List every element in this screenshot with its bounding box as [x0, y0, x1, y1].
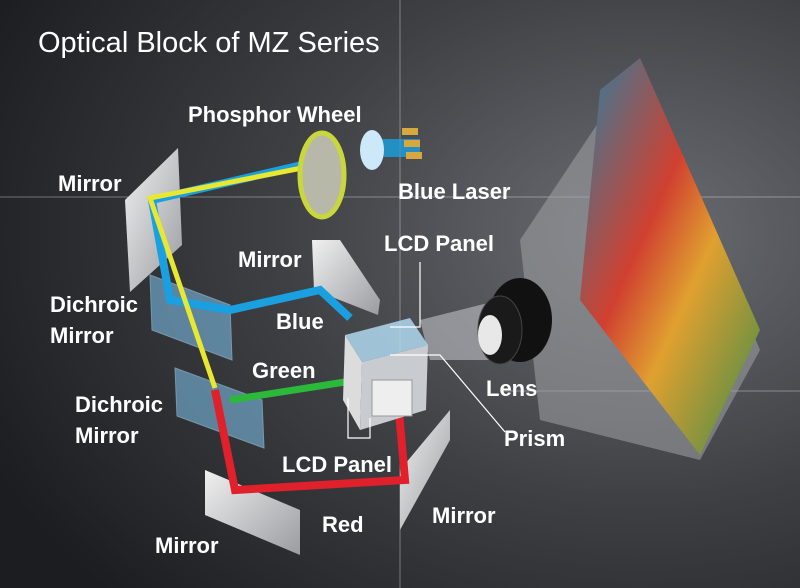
prism-block	[343, 318, 428, 430]
label-prism: Prism	[504, 426, 565, 451]
phosphor-wheel	[297, 130, 347, 220]
label-dichroic-2a: Dichroic	[75, 392, 163, 417]
label-lcd-panel-bottom: LCD Panel	[282, 452, 392, 477]
mirror-bottom	[205, 470, 300, 555]
label-mirror-bottom: Mirror	[155, 533, 219, 558]
laser-collimator-lens	[360, 130, 384, 170]
label-mirror-middle: Mirror	[238, 247, 302, 272]
leader-lines	[347, 262, 506, 439]
label-phosphor-wheel: Phosphor Wheel	[188, 102, 362, 127]
blue-laser-source	[402, 128, 422, 159]
label-lcd-panel-top: LCD Panel	[384, 231, 494, 256]
label-dichroic-1a: Dichroic	[50, 292, 138, 317]
label-blue: Blue	[276, 309, 324, 334]
label-mirror-top: Mirror	[58, 171, 122, 196]
diagram-title: Optical Block of MZ Series	[38, 27, 380, 59]
component-labels: Phosphor Wheel Mirror Blue Laser LCD Pan…	[50, 102, 565, 558]
label-mirror-right: Mirror	[432, 503, 496, 528]
mirror-right	[400, 410, 450, 530]
label-dichroic-1b: Mirror	[50, 323, 114, 348]
label-green: Green	[252, 358, 316, 383]
label-dichroic-2b: Mirror	[75, 423, 139, 448]
projected-image	[580, 58, 760, 455]
label-red: Red	[322, 512, 364, 537]
lens	[477, 278, 552, 365]
red-beam	[211, 389, 410, 495]
label-blue-laser: Blue Laser	[398, 179, 511, 204]
label-lens: Lens	[486, 376, 537, 401]
green-beam	[229, 378, 346, 404]
mirror-middle	[312, 240, 380, 315]
yellow-beam	[146, 165, 303, 389]
